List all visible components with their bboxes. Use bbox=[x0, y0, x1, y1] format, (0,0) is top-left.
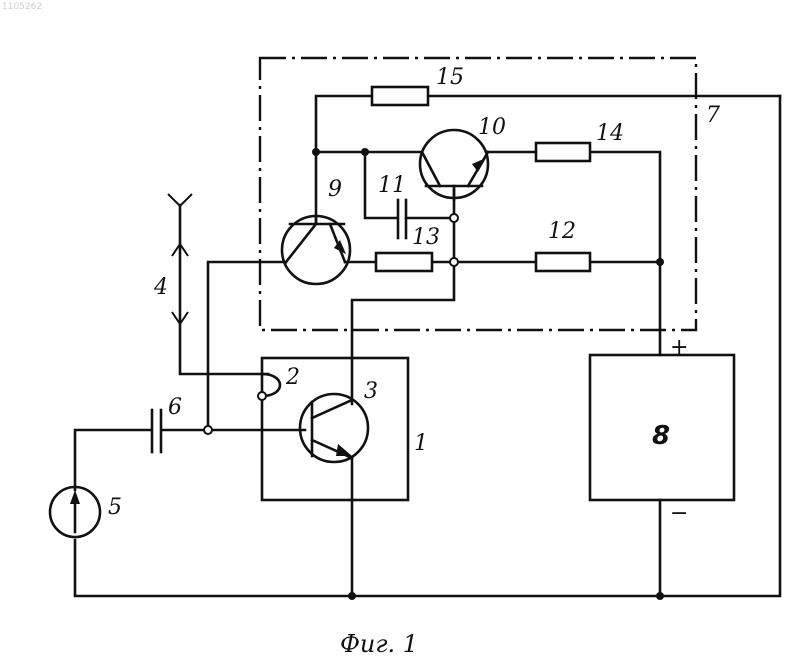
label-6: 6 bbox=[168, 395, 182, 420]
label-1: 1 bbox=[414, 431, 428, 456]
polarity-plus: + bbox=[670, 335, 688, 360]
label-7: 7 bbox=[706, 103, 720, 128]
open-node bbox=[204, 426, 212, 434]
polarity-minus: − bbox=[670, 501, 688, 526]
wire-t9-base bbox=[208, 262, 286, 430]
label-3: 3 bbox=[364, 379, 378, 404]
open-node bbox=[450, 258, 458, 266]
label-13: 13 bbox=[412, 225, 440, 250]
transistor-9 bbox=[282, 216, 350, 284]
junction-dot bbox=[348, 592, 356, 600]
transistor-3 bbox=[300, 394, 368, 462]
antenna-wire bbox=[180, 205, 268, 374]
figure-caption: Фиг. 1 bbox=[340, 630, 418, 658]
label-11: 11 bbox=[378, 173, 406, 198]
label-8: 8 bbox=[652, 421, 670, 451]
open-node bbox=[450, 214, 458, 222]
document-stamp: 1105262 bbox=[2, 2, 42, 12]
resistor-13 bbox=[376, 253, 432, 271]
junction-dot bbox=[656, 592, 664, 600]
label-15: 15 bbox=[436, 65, 464, 90]
resistor-12 bbox=[536, 253, 590, 271]
label-10: 10 bbox=[478, 115, 506, 140]
label-2: 2 bbox=[285, 365, 300, 390]
junction-dot bbox=[361, 148, 369, 156]
transistor-10 bbox=[420, 130, 488, 200]
resistor-15 bbox=[372, 87, 428, 105]
wire-15-left bbox=[316, 96, 372, 152]
wire-r14-right bbox=[590, 152, 660, 355]
label-9: 9 bbox=[328, 177, 342, 202]
label-12: 12 bbox=[548, 219, 576, 244]
wire-meter-to-cap6 bbox=[75, 430, 150, 490]
label-14: 14 bbox=[596, 121, 624, 146]
resistor-14 bbox=[536, 143, 590, 161]
open-node bbox=[258, 392, 266, 400]
block-7-boundary bbox=[260, 58, 696, 330]
junction-dot bbox=[656, 258, 664, 266]
label-5: 5 bbox=[108, 495, 122, 520]
junction-dot bbox=[312, 148, 320, 156]
label-4: 4 bbox=[153, 275, 168, 300]
meter-5 bbox=[50, 487, 100, 537]
